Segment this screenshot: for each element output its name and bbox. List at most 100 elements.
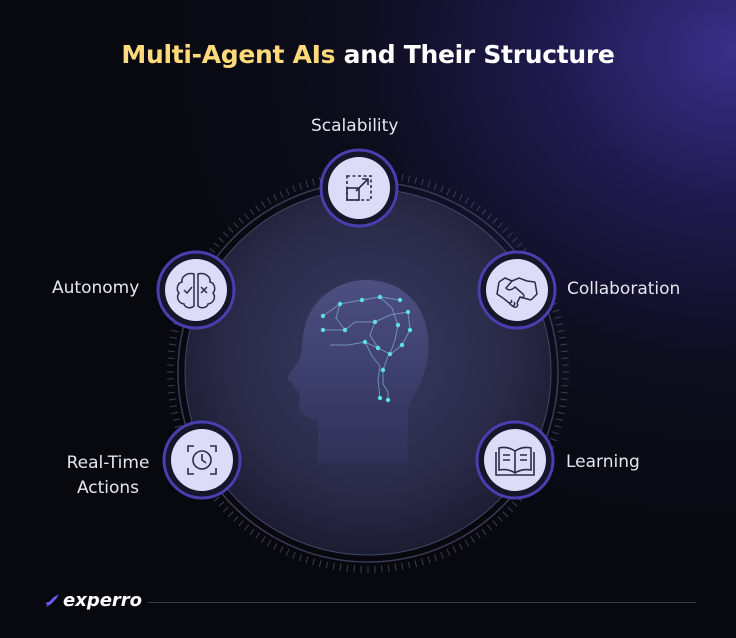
brand-logo: experro [44, 590, 142, 611]
node-collaboration [477, 250, 557, 330]
ring-tick [561, 357, 569, 359]
ring-tick [561, 385, 569, 387]
ring-tick [261, 201, 266, 208]
ring-tick [298, 182, 303, 190]
ring-tick [470, 536, 475, 543]
ring-tick [255, 205, 260, 212]
ring-tick [560, 350, 568, 353]
head-silhouette-icon [287, 280, 429, 464]
ring-tick [554, 316, 562, 319]
ring-tick [167, 385, 175, 387]
ring-tick [279, 191, 284, 198]
page-title: Multi-Agent AIs and Their Structure [0, 40, 736, 69]
ring-tick [556, 418, 564, 422]
ring-tick [497, 222, 503, 229]
ring-tick [318, 560, 322, 568]
ring-tick [168, 398, 176, 401]
ring-tick [470, 201, 475, 208]
ring-tick [273, 543, 278, 550]
ring-tick [481, 209, 487, 216]
ring-tick [554, 425, 562, 428]
ring-tick [261, 536, 266, 543]
ring-tick [285, 188, 290, 196]
ring-tick [414, 176, 418, 184]
ring-tick [249, 209, 255, 216]
ring-tick [209, 247, 216, 253]
ring-tick [481, 528, 487, 535]
ring-tick [353, 565, 355, 573]
ring-tick [458, 194, 463, 201]
ring-tick [552, 431, 560, 435]
ring-tick [487, 213, 493, 220]
ring-tick [464, 197, 469, 205]
ring-tick [560, 398, 568, 401]
ring-tick [557, 411, 565, 415]
ring-tick [170, 405, 177, 408]
ring-tick [507, 506, 513, 512]
ring-tick [298, 554, 303, 562]
ring-tick [492, 217, 498, 224]
ring-tick [312, 558, 315, 566]
ring-tick [238, 520, 244, 527]
ring-tick [228, 227, 234, 233]
ring-tick [233, 222, 239, 229]
ring-tick [267, 539, 272, 547]
ring-tick [339, 564, 342, 572]
ring-tick [285, 548, 290, 556]
ring-tick [394, 564, 397, 572]
brain-icon [176, 272, 216, 309]
ring-tick [305, 556, 309, 564]
label-scalability: Scalability [311, 116, 399, 136]
ring-tick [511, 501, 518, 507]
ring-tick [433, 554, 438, 562]
node-realtime-actions [162, 420, 242, 500]
title-rest: and Their Structure [343, 40, 615, 69]
ring-tick [238, 217, 244, 224]
ring-tick [492, 520, 498, 527]
ring-tick [223, 232, 229, 238]
node-autonomy [156, 250, 236, 330]
ring-tick [476, 205, 481, 212]
ring-tick [452, 546, 457, 553]
ring-tick [218, 501, 225, 507]
node-scalability [319, 148, 399, 228]
ring-tick [249, 528, 255, 535]
ring-tick [452, 191, 457, 198]
ring-tick [381, 565, 383, 573]
ring-tick [446, 188, 451, 196]
ring-tick [502, 511, 508, 517]
ring-tick [168, 343, 176, 346]
ring-tick [273, 194, 278, 201]
ring-tick [407, 561, 411, 569]
ring-tick [332, 563, 335, 570]
label-collaboration: Collaboration [567, 279, 681, 299]
ring-tick [243, 213, 249, 220]
ring-tick [292, 551, 296, 559]
ring-tick [279, 546, 284, 553]
ring-tick [228, 511, 234, 517]
ring-tick [560, 391, 568, 394]
ring-tick [170, 336, 177, 339]
ring-tick [213, 242, 220, 248]
ring-tick [552, 309, 560, 313]
ring-tick [401, 174, 404, 181]
ring-tick [497, 515, 503, 522]
rocket-icon [45, 593, 59, 607]
ring-tick [407, 175, 411, 183]
label-autonomy: Autonomy [52, 278, 140, 298]
node-learning [475, 420, 555, 500]
ring-tick [387, 564, 390, 572]
ring-tick [458, 543, 463, 550]
ring-tick [346, 564, 349, 572]
open-book-icon [495, 446, 535, 476]
ring-tick [325, 561, 329, 569]
ring-tick [556, 322, 564, 326]
footer-divider [148, 602, 696, 603]
ring-tick [401, 563, 404, 570]
ring-tick [421, 178, 424, 186]
label-realtime-line1: Real-Time [66, 453, 150, 473]
label-realtime-line2: Actions [76, 478, 140, 498]
ring-tick [560, 343, 568, 346]
ring-tick [511, 237, 518, 243]
